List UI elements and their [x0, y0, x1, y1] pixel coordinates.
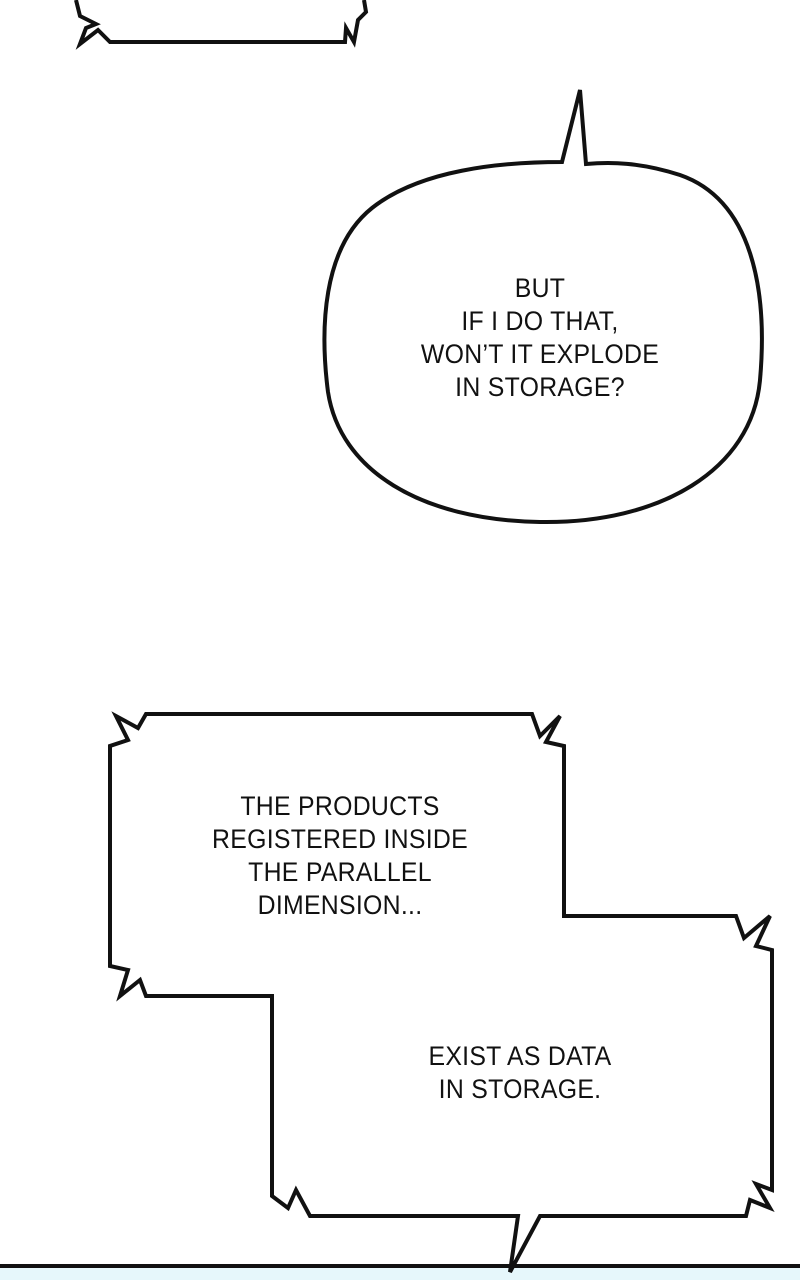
- narration-line-4: DIMENSION...: [257, 890, 423, 920]
- narration-lower-text: EXIST AS DATA IN STORAGE.: [382, 1040, 658, 1106]
- narration-line-3: THE PARALLEL: [248, 857, 432, 887]
- narration-upper-text: THE PRODUCTS REGISTERED INSIDE THE PARAL…: [193, 790, 487, 922]
- speech-bubble-text: BUT IF I DO THAT, WON’T IT EXPLODE IN ST…: [393, 272, 687, 404]
- narration-line-1: THE PRODUCTS: [240, 791, 440, 821]
- narration-line-5: EXIST AS DATA: [428, 1041, 612, 1071]
- top-narration-box-fragment: [74, 0, 369, 50]
- narration-line-6: IN STORAGE.: [438, 1074, 602, 1104]
- speech-line-3: WON’T IT EXPLODE: [420, 339, 660, 369]
- speech-line-1: BUT: [514, 273, 566, 303]
- speech-line-2: IF I DO THAT,: [461, 306, 619, 336]
- narration-line-2: REGISTERED INSIDE: [212, 824, 468, 854]
- next-panel-strip: [0, 1266, 800, 1280]
- speech-line-4: IN STORAGE?: [455, 372, 625, 402]
- narration-box-shape: [108, 711, 775, 1273]
- speech-bubble-shape: [322, 89, 764, 525]
